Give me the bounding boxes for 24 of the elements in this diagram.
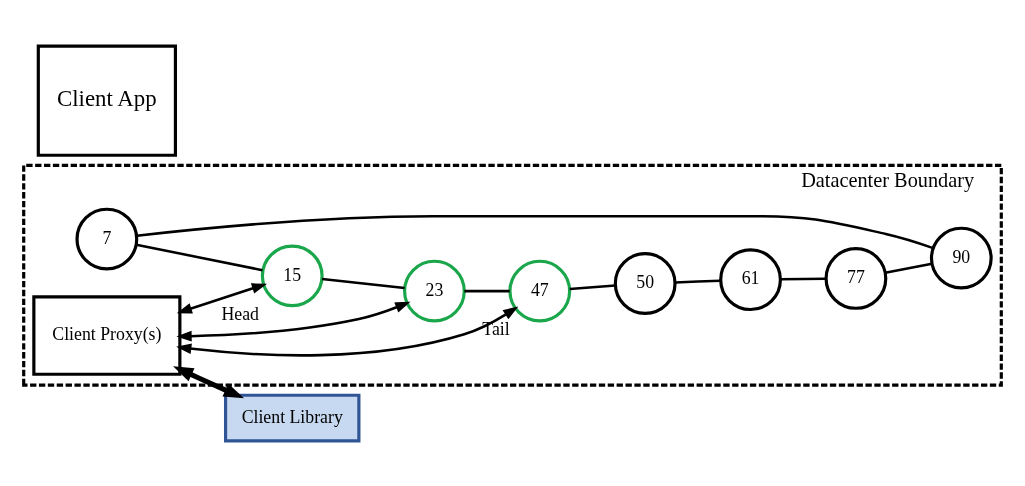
node-box: Client Proxy(s) <box>32 294 182 376</box>
connector <box>780 277 826 281</box>
arrow <box>176 301 411 341</box>
connector <box>321 277 405 289</box>
node-circle: 90 <box>929 226 993 290</box>
connector <box>569 283 616 290</box>
connector <box>464 289 510 292</box>
connector <box>885 261 933 274</box>
connector <box>136 243 263 271</box>
node-box: Client Library <box>224 393 361 442</box>
node-circle: 23 <box>403 259 466 323</box>
connector <box>136 214 934 249</box>
node-circle: 15 <box>260 243 324 307</box>
arrow <box>173 365 245 398</box>
node-circle: 50 <box>613 251 677 315</box>
node-label: Head <box>221 303 259 324</box>
node-circle: 77 <box>824 246 888 310</box>
arrow <box>176 305 519 357</box>
connector <box>675 279 721 284</box>
node-circle: 7 <box>75 207 139 270</box>
arrow <box>176 282 268 313</box>
node-box: Client App <box>36 44 177 157</box>
node-circle: 61 <box>719 247 782 311</box>
node-circle: 47 <box>508 259 572 323</box>
